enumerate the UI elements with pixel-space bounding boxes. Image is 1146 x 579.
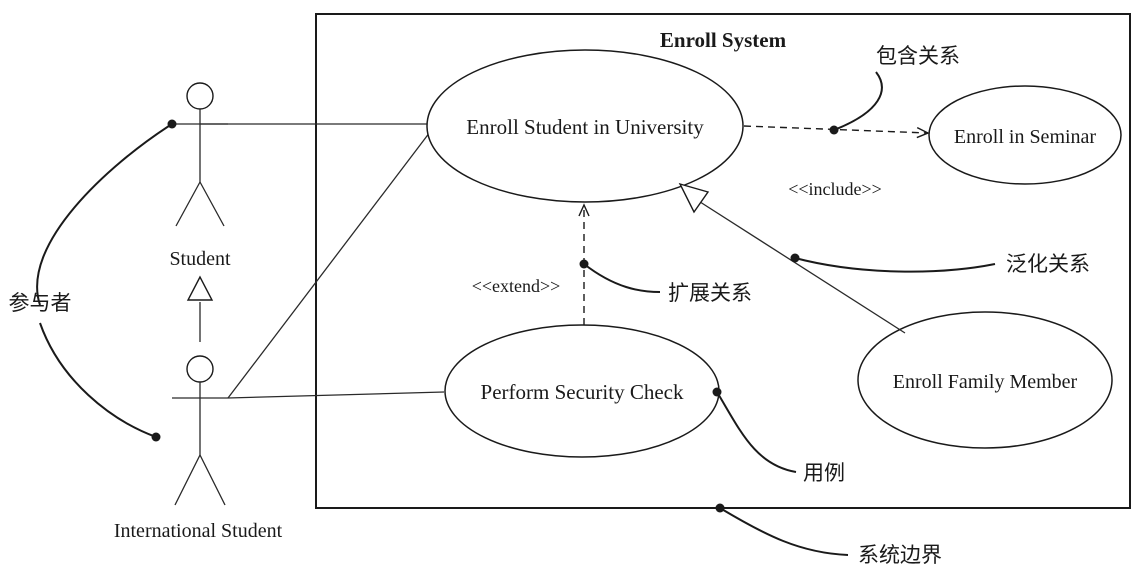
- actor-international-head: [186, 355, 214, 383]
- association-international-enroll: [227, 131, 431, 399]
- callout-dot: [579, 259, 589, 269]
- usecase-generalization-line: [696, 199, 906, 334]
- usecase-generalization-arrow: [678, 182, 710, 214]
- callout-dot: [151, 432, 161, 442]
- callout-dot: [790, 253, 800, 263]
- usecase-enroll-family-label: Enroll Family Member: [893, 371, 1078, 393]
- actor-international-student[interactable]: [172, 355, 228, 506]
- callout-dot: [712, 387, 722, 397]
- callout-dot: [829, 125, 839, 135]
- callout-participant-lower: [39, 322, 157, 438]
- callout-extend: [583, 263, 661, 293]
- actor-student-head: [186, 82, 214, 110]
- actor-student[interactable]: [172, 82, 228, 227]
- usecase-enroll-family[interactable]: [857, 311, 1113, 449]
- extend-stereotype: <<extend>>: [472, 276, 561, 296]
- include-dependency: [743, 125, 930, 139]
- actor-generalization-arrow: [186, 275, 214, 301]
- usecase-security-check-label: Perform Security Check: [481, 380, 684, 404]
- callout-participant-upper: [36, 123, 173, 306]
- annotation-include: 包含关系: [876, 44, 960, 68]
- annotation-system-boundary: 系统边界: [858, 543, 942, 567]
- annotation-use-case: 用例: [803, 461, 845, 485]
- association-international-security: [227, 391, 445, 399]
- usecase-enroll-university[interactable]: [426, 49, 744, 203]
- system-title: Enroll System: [660, 28, 787, 52]
- callout-generalization: [794, 257, 996, 273]
- include-stereotype: <<include>>: [788, 179, 882, 199]
- annotation-generalization: 泛化关系: [1006, 252, 1090, 276]
- callout-use-case: [716, 391, 797, 473]
- callout-dot: [167, 119, 177, 129]
- actor-student-label: Student: [169, 248, 231, 270]
- annotation-extend: 扩展关系: [668, 281, 752, 305]
- annotation-participant: 参与者: [9, 291, 72, 315]
- callout-system-boundary: [719, 507, 849, 556]
- usecase-enroll-university-label: Enroll Student in University: [466, 115, 704, 139]
- usecase-enroll-seminar-label: Enroll in Seminar: [954, 126, 1097, 148]
- callout-dot: [715, 503, 725, 513]
- actor-international-label: International Student: [114, 520, 283, 542]
- callout-include: [833, 71, 883, 131]
